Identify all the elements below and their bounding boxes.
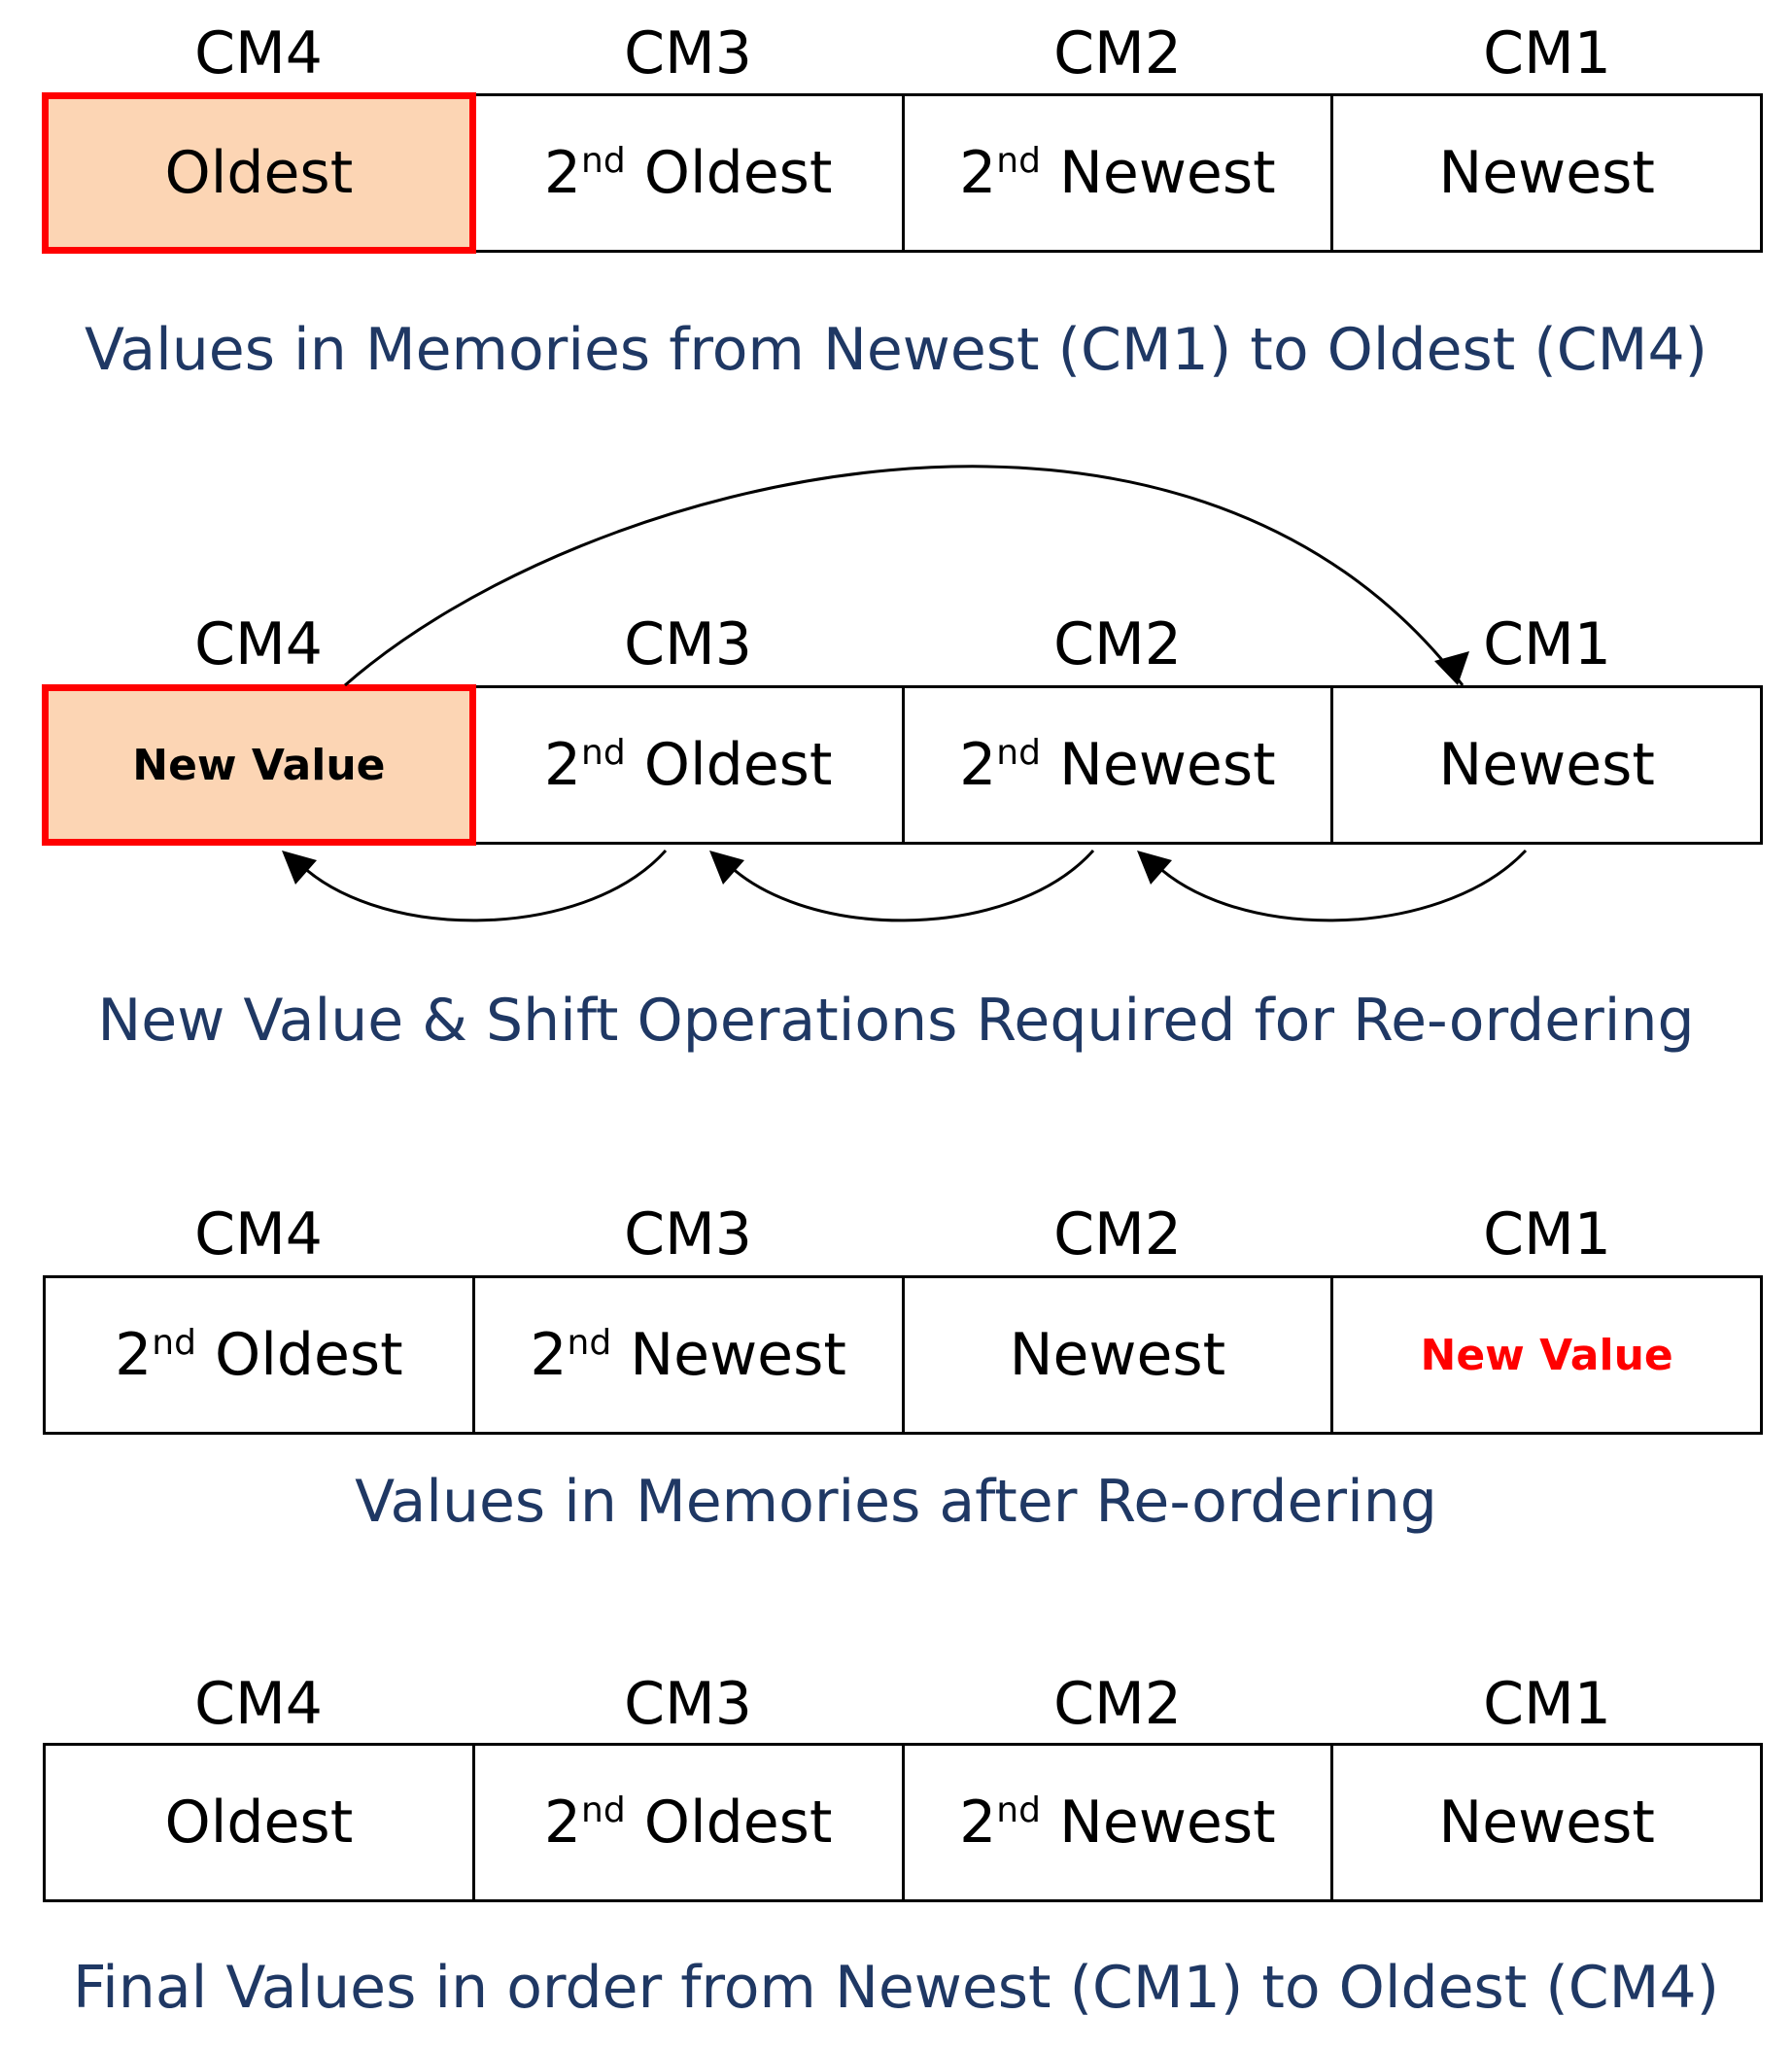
panel4-header-cm2: CM2 <box>1053 1670 1182 1738</box>
panel3-cell-cm3: 2nd Newest <box>471 1278 902 1432</box>
panel1-cell-cm1: Newest <box>1330 96 1760 250</box>
cell-value: Newest <box>1059 139 1276 207</box>
cell-ordinal: 2nd <box>959 1789 1041 1857</box>
panel2-cell-cm1: Newest <box>1330 688 1760 842</box>
panel4-cell-cm4: Oldest <box>46 1746 472 1899</box>
cell-value: Newest <box>1438 139 1655 207</box>
panel3-cell-cm1: New Value <box>1330 1278 1760 1432</box>
cell-ordinal: 2nd <box>543 139 626 207</box>
panel4-caption: Final Values in order from Newest (CM1) … <box>72 1954 1720 2022</box>
panel2-header-cm4: CM4 <box>194 610 323 678</box>
panel2-cell-cm3: 2nd Oldest <box>471 688 902 842</box>
panel4-cell-cm3: 2nd Oldest <box>471 1746 902 1899</box>
cell-value: Newest <box>1059 1789 1276 1857</box>
panel1-header-cm3: CM3 <box>624 19 752 87</box>
panel1-cell-cm4: Oldest <box>42 92 476 254</box>
panel2-header-cm1: CM1 <box>1483 610 1611 678</box>
cell-value: New Value <box>1420 1330 1673 1380</box>
cell-value: Oldest <box>164 139 354 207</box>
panel1-header-cm2: CM2 <box>1053 19 1182 87</box>
cell-value: Oldest <box>643 731 833 799</box>
panel4-cell-cm2: 2nd Newest <box>901 1746 1331 1899</box>
panel4-cell-cm1: Newest <box>1330 1746 1760 1899</box>
cell-value: Oldest <box>643 139 833 207</box>
cell-value: Newest <box>630 1321 846 1389</box>
cell-value: Newest <box>1438 1789 1655 1857</box>
panel3-cell-cm4: 2nd Oldest <box>46 1278 472 1432</box>
cell-ordinal: 2nd <box>530 1321 612 1389</box>
panel4-header-cm3: CM3 <box>624 1670 752 1738</box>
cell-value: Oldest <box>643 1789 833 1857</box>
cell-ordinal: 2nd <box>959 139 1041 207</box>
cell-value: Oldest <box>215 1321 403 1389</box>
cell-ordinal: 2nd <box>115 1321 196 1389</box>
panel3-header-cm2: CM2 <box>1053 1200 1182 1268</box>
panel2-cell-cm4: New Value <box>42 684 476 846</box>
panel2-caption: New Value & Shift Operations Required fo… <box>97 987 1695 1055</box>
panel3-header-cm3: CM3 <box>624 1200 752 1268</box>
panel3-caption: Values in Memories after Re-ordering <box>355 1468 1437 1536</box>
panel1-header-cm4: CM4 <box>194 19 323 87</box>
cell-value: Newest <box>1059 731 1276 799</box>
cell-ordinal: 2nd <box>959 731 1041 799</box>
panel2-header-cm3: CM3 <box>624 610 752 678</box>
panel1-cell-cm3: 2nd Oldest <box>471 96 902 250</box>
panel1-cell-cm2: 2nd Newest <box>901 96 1331 250</box>
cell-value: Newest <box>1009 1321 1226 1389</box>
cell-ordinal: 2nd <box>543 1789 626 1857</box>
panel3-cell-cm2: Newest <box>901 1278 1331 1432</box>
panel2-cell-cm2: 2nd Newest <box>901 688 1331 842</box>
panel4-header-cm4: CM4 <box>194 1670 323 1738</box>
panel4-header-cm1: CM1 <box>1483 1670 1611 1738</box>
cell-value: Newest <box>1438 731 1655 799</box>
cell-value: Oldest <box>164 1789 354 1857</box>
panel2-header-cm2: CM2 <box>1053 610 1182 678</box>
panel3-header-cm1: CM1 <box>1483 1200 1611 1268</box>
panel1-header-cm1: CM1 <box>1483 19 1611 87</box>
panel1-caption: Values in Memories from Newest (CM1) to … <box>84 316 1708 384</box>
cell-value: New Value <box>132 740 386 790</box>
cell-ordinal: 2nd <box>543 731 626 799</box>
panel3-header-cm4: CM4 <box>194 1200 323 1268</box>
